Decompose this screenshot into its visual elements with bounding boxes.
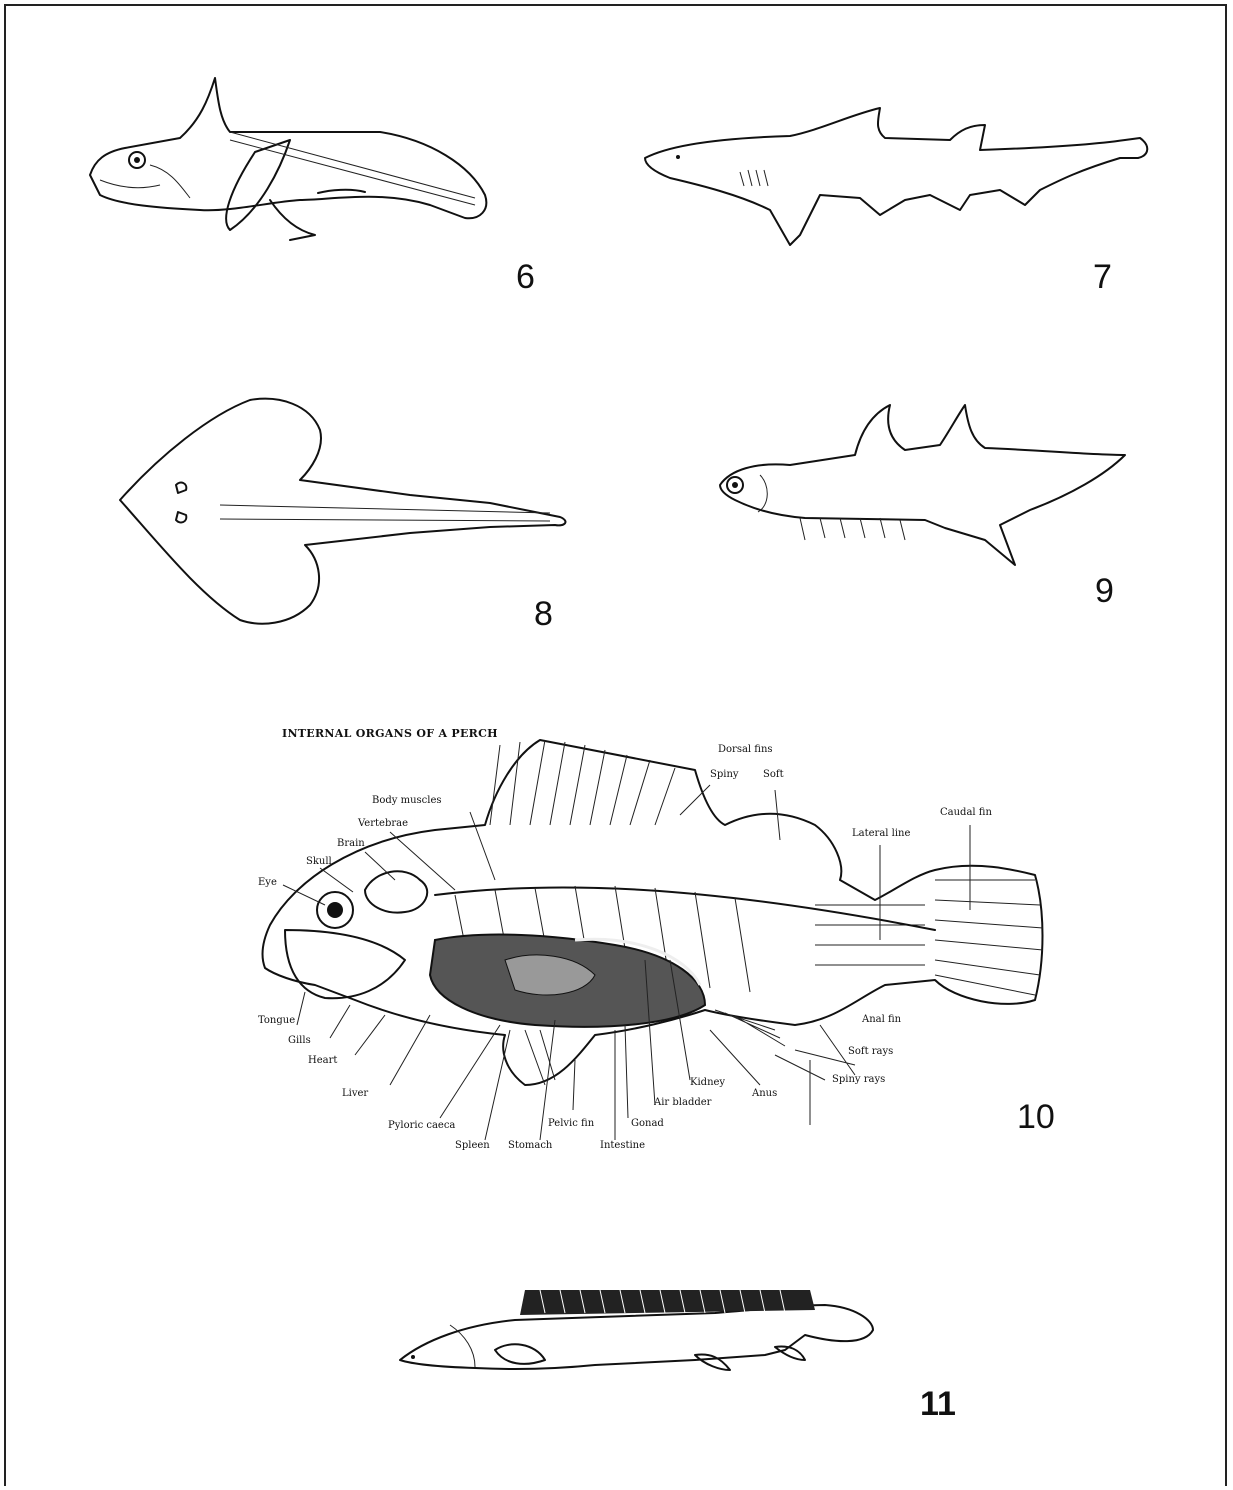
label-gills: Gills bbox=[288, 1035, 311, 1046]
figure-number-9: 9 bbox=[1095, 572, 1114, 611]
label-liver: Liver bbox=[342, 1088, 368, 1099]
label-pelvic-fin: Pelvic fin bbox=[548, 1118, 594, 1129]
figure-number-8: 8 bbox=[534, 595, 553, 634]
label-soft: Soft bbox=[763, 769, 784, 780]
ray-drawing bbox=[110, 395, 580, 630]
label-lateral-line: Lateral line bbox=[852, 828, 910, 839]
figure-number-11: 11 bbox=[920, 1385, 956, 1424]
perch-anatomy-drawing bbox=[255, 730, 1055, 1130]
acanthodian-drawing bbox=[710, 400, 1135, 575]
label-tongue: Tongue bbox=[258, 1015, 295, 1026]
label-spiny-rays: Spiny rays bbox=[832, 1074, 885, 1085]
label-spiny: Spiny bbox=[710, 769, 739, 780]
bichir-drawing bbox=[395, 1275, 880, 1395]
shark-drawing bbox=[640, 100, 1160, 250]
label-anal-fin: Anal fin bbox=[862, 1014, 901, 1025]
label-anus: Anus bbox=[752, 1088, 777, 1099]
label-vertebrae: Vertebrae bbox=[358, 818, 408, 829]
label-caudal-fin: Caudal fin bbox=[940, 807, 992, 818]
chimaera-drawing bbox=[80, 70, 500, 250]
label-stomach: Stomach bbox=[508, 1140, 552, 1151]
label-skull: Skull bbox=[306, 856, 332, 867]
label-pyloric-caeca: Pyloric caeca bbox=[388, 1120, 455, 1131]
label-body-muscles: Body muscles bbox=[372, 795, 442, 806]
label-air-bladder: Air bladder bbox=[654, 1097, 711, 1108]
figure-number-6: 6 bbox=[516, 258, 535, 297]
label-heart: Heart bbox=[308, 1055, 337, 1066]
label-gonad: Gonad bbox=[631, 1118, 664, 1129]
figure-number-10: 10 bbox=[1017, 1098, 1055, 1137]
label-dorsal-fins: Dorsal fins bbox=[718, 744, 773, 755]
label-kidney: Kidney bbox=[690, 1077, 725, 1088]
label-brain: Brain bbox=[337, 838, 365, 849]
label-soft-rays: Soft rays bbox=[848, 1046, 893, 1057]
label-spleen: Spleen bbox=[455, 1140, 490, 1151]
figure-number-7: 7 bbox=[1093, 258, 1112, 297]
label-eye: Eye bbox=[258, 877, 277, 888]
label-intestine: Intestine bbox=[600, 1140, 645, 1151]
